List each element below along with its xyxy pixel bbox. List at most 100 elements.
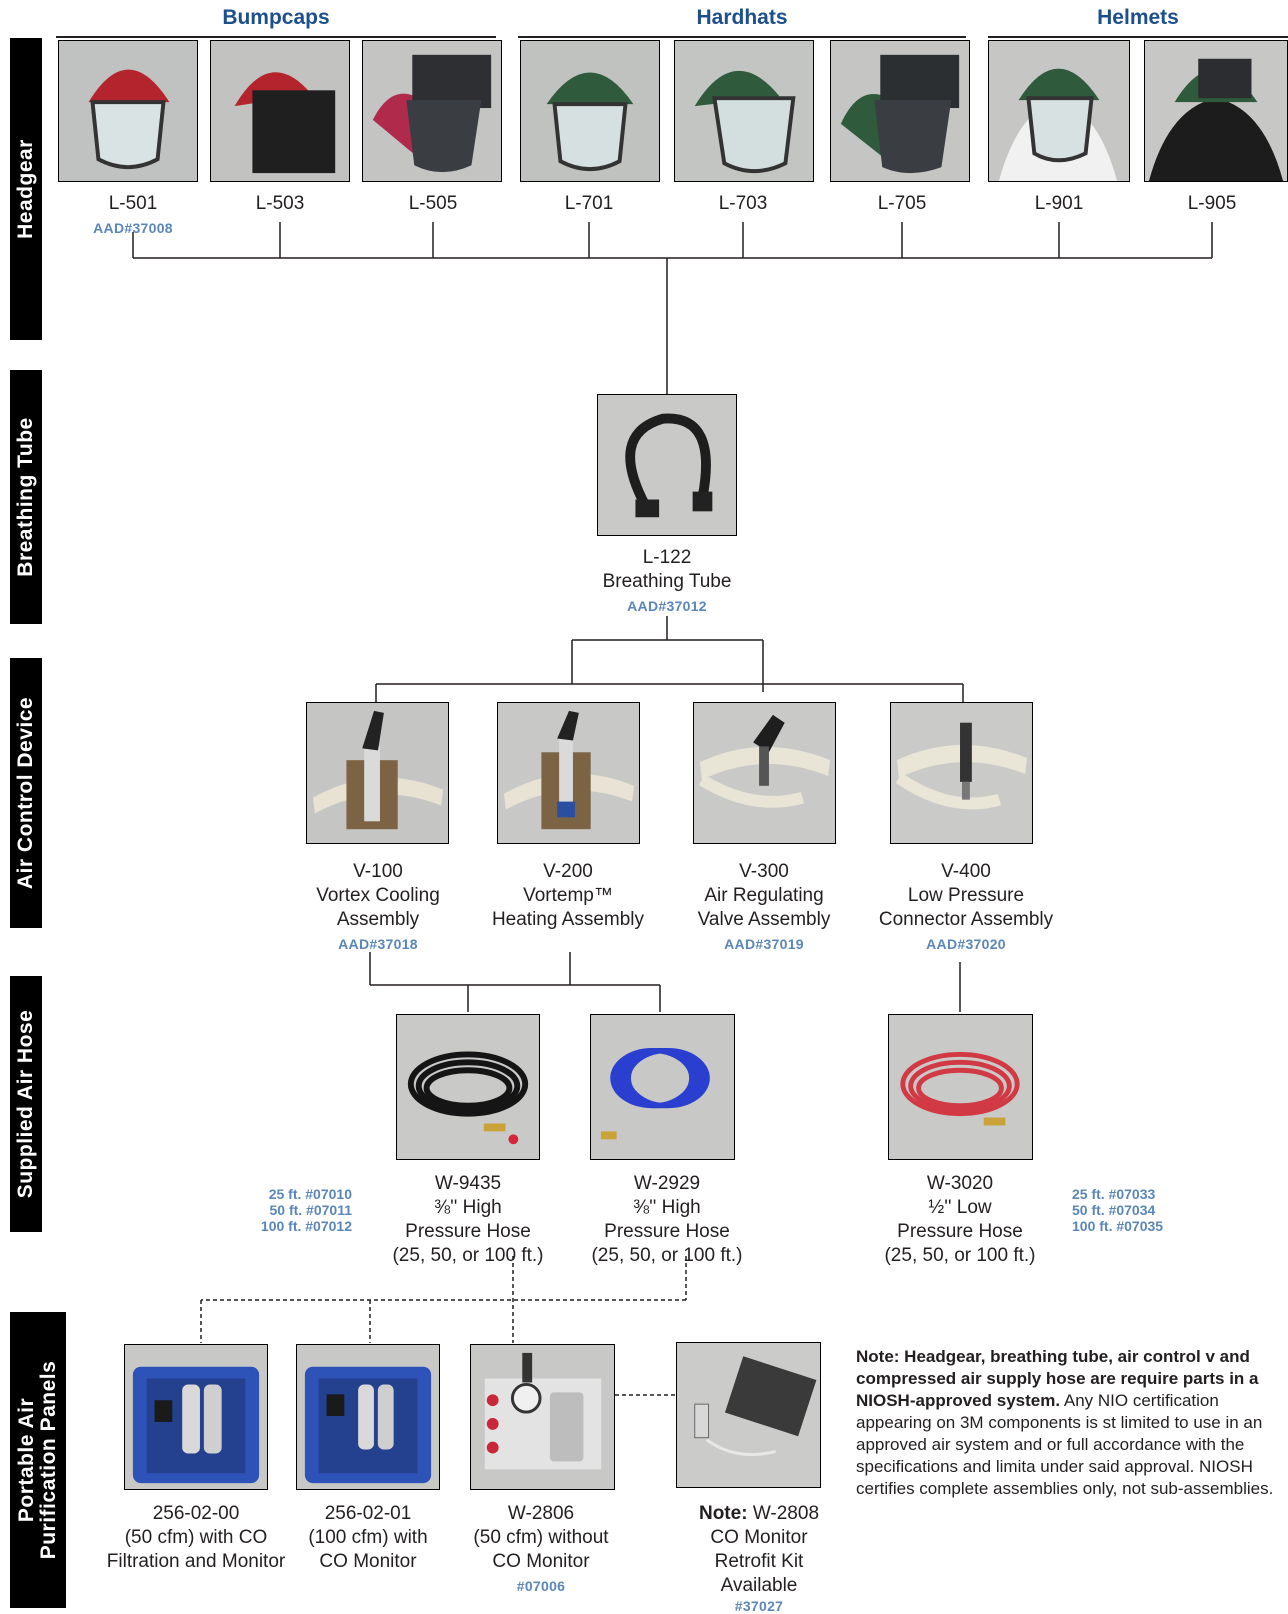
- hose-line1-w2929: ⅜'' High: [633, 1197, 701, 1218]
- panel-line1-256-02-00: (50 cfm) with CO: [124, 1527, 268, 1548]
- retrofit-model: Note: W-2808: [698, 1503, 820, 1524]
- control-line2-v300: Valve Assembly: [697, 909, 831, 930]
- hose-line2-w9435: Pressure Hose: [405, 1221, 531, 1242]
- control-line1-v300: Air Regulating: [704, 885, 824, 906]
- headgear-photo-l701: [520, 40, 660, 182]
- control-photo-v200: [497, 702, 640, 844]
- headgear-photo-l503: [210, 40, 350, 182]
- red-hose-icon: [889, 1015, 1032, 1159]
- hose-line3-w9435: (25, 50, or 100 ft.): [392, 1245, 544, 1266]
- hardhat-icon: [831, 41, 969, 181]
- panel-model-256-02-00: 256-02-00: [152, 1503, 240, 1524]
- breathing-tube-aad: AAD#37012: [627, 598, 707, 614]
- section-label-breathing-tube: Breathing Tube: [10, 370, 42, 624]
- footnote: Note: Headgear, breathing tube, air cont…: [856, 1347, 1274, 1498]
- hose-line3-w2929: (25, 50, or 100 ft.): [591, 1245, 743, 1266]
- control-line1-v400: Low Pressure: [907, 885, 1025, 906]
- hardhat-icon: [521, 41, 659, 181]
- blue-coil-hose-icon: [591, 1015, 734, 1159]
- headgear-model-l703: L-703: [718, 193, 768, 214]
- vortex-cooling-icon: [307, 703, 448, 843]
- hose-lengths-left: 25 ft. #07010 50 ft. #07011 100 ft. #070…: [260, 1186, 352, 1234]
- hose-line2-w3020: Pressure Hose: [897, 1221, 1023, 1242]
- group-helmets: Helmets: [1097, 6, 1179, 29]
- retrofit-aad: #37027: [734, 1598, 784, 1614]
- panel-line2-256-02-01: CO Monitor: [319, 1551, 417, 1572]
- group-bumpcaps: Bumpcaps: [222, 6, 330, 29]
- panel-line1-w2806: (50 cfm) without: [473, 1527, 609, 1548]
- control-line1-v200: Vortemp™: [523, 885, 613, 906]
- group-helmets-rule: [988, 36, 1288, 38]
- breathing-tube-icon: [598, 395, 736, 535]
- headgear-photo-l505: [362, 40, 502, 182]
- hose-model-w2929: W-2929: [633, 1173, 701, 1194]
- headgear-model-l501: L-501: [108, 193, 158, 214]
- bumpcap-icon: [211, 41, 349, 181]
- section-label-headgear: Headgear: [10, 38, 42, 340]
- retrofit-line3: Available: [720, 1575, 798, 1596]
- headgear-photo-l705: [830, 40, 970, 182]
- headgear-model-l503: L-503: [255, 193, 305, 214]
- helmet-icon: [1145, 41, 1287, 181]
- control-photo-v300: [693, 702, 836, 844]
- hose-line1-w3020: ½'' Low: [928, 1197, 992, 1218]
- headgear-photo-l501: [58, 40, 198, 182]
- headgear-model-l705: L-705: [877, 193, 927, 214]
- control-line2-v100: Assembly: [336, 909, 420, 930]
- hose-model-w9435: W-9435: [434, 1173, 502, 1194]
- hose-model-w3020: W-3020: [926, 1173, 994, 1194]
- bumpcap-icon: [363, 41, 501, 181]
- control-aad-v400: AAD#37020: [926, 936, 1006, 952]
- headgear-model-l905: L-905: [1187, 193, 1237, 214]
- control-model-v200: V-200: [543, 861, 593, 882]
- control-aad-v300: AAD#37019: [724, 936, 804, 952]
- co-monitor-icon: [677, 1343, 820, 1487]
- vortemp-heating-icon: [498, 703, 639, 843]
- control-aad-v100: AAD#37018: [338, 936, 418, 952]
- retrofit-line2: Retrofit Kit: [714, 1551, 804, 1572]
- hose-line2-w2929: Pressure Hose: [604, 1221, 730, 1242]
- helmet-icon: [989, 41, 1129, 181]
- panel-aad-w2806: #07006: [516, 1578, 566, 1594]
- hardhat-icon: [675, 41, 813, 181]
- panel-photo-w2806: [470, 1344, 615, 1490]
- retrofit-line1: CO Monitor: [710, 1527, 808, 1548]
- control-photo-v100: [306, 702, 449, 844]
- panel-model-256-02-01: 256-02-01: [324, 1503, 412, 1524]
- breathing-tube-photo: [597, 394, 737, 536]
- purification-panel-icon: [125, 1345, 267, 1489]
- group-hardhats-rule: [518, 36, 966, 38]
- hose-line3-w3020: (25, 50, or 100 ft.): [884, 1245, 1036, 1266]
- headgear-photo-l703: [674, 40, 814, 182]
- control-line1-v100: Vortex Cooling: [316, 885, 440, 906]
- panel-line1-256-02-01: (100 cfm) with: [308, 1527, 428, 1548]
- breathing-tube-model: L-122: [642, 547, 692, 568]
- group-bumpcaps-rule: [56, 36, 496, 38]
- panel-model-w2806: W-2806: [507, 1503, 575, 1524]
- section-label-air-control: Air Control Device: [10, 658, 42, 928]
- panel-photo-256-02-00: [124, 1344, 268, 1490]
- control-line2-v400: Connector Assembly: [878, 909, 1054, 930]
- control-model-v300: V-300: [739, 861, 789, 882]
- control-model-v100: V-100: [353, 861, 403, 882]
- control-photo-v400: [890, 702, 1033, 844]
- hose-lengths-right: 25 ft. #07033 50 ft. #07034 100 ft. #070…: [1072, 1186, 1164, 1234]
- purification-panel-icon: [297, 1345, 439, 1489]
- hose-line1-w9435: ⅜'' High: [434, 1197, 502, 1218]
- pressure-regulator-panel-icon: [471, 1345, 614, 1489]
- headgear-model-l701: L-701: [564, 193, 614, 214]
- bumpcap-icon: [59, 41, 197, 181]
- headgear-photo-l905: [1144, 40, 1288, 182]
- low-pressure-connector-icon: [891, 703, 1032, 843]
- panel-line2-256-02-00: Filtration and Monitor: [106, 1551, 286, 1572]
- retrofit-photo-w2808: [676, 1342, 821, 1488]
- hose-photo-w9435: [396, 1014, 540, 1160]
- headgear-model-l505: L-505: [408, 193, 458, 214]
- hose-photo-w3020: [888, 1014, 1033, 1160]
- breathing-tube-name: Breathing Tube: [602, 571, 732, 592]
- panel-line2-w2806: CO Monitor: [492, 1551, 590, 1572]
- headgear-aad-l501: AAD#37008: [93, 220, 173, 236]
- air-regulating-valve-icon: [694, 703, 835, 843]
